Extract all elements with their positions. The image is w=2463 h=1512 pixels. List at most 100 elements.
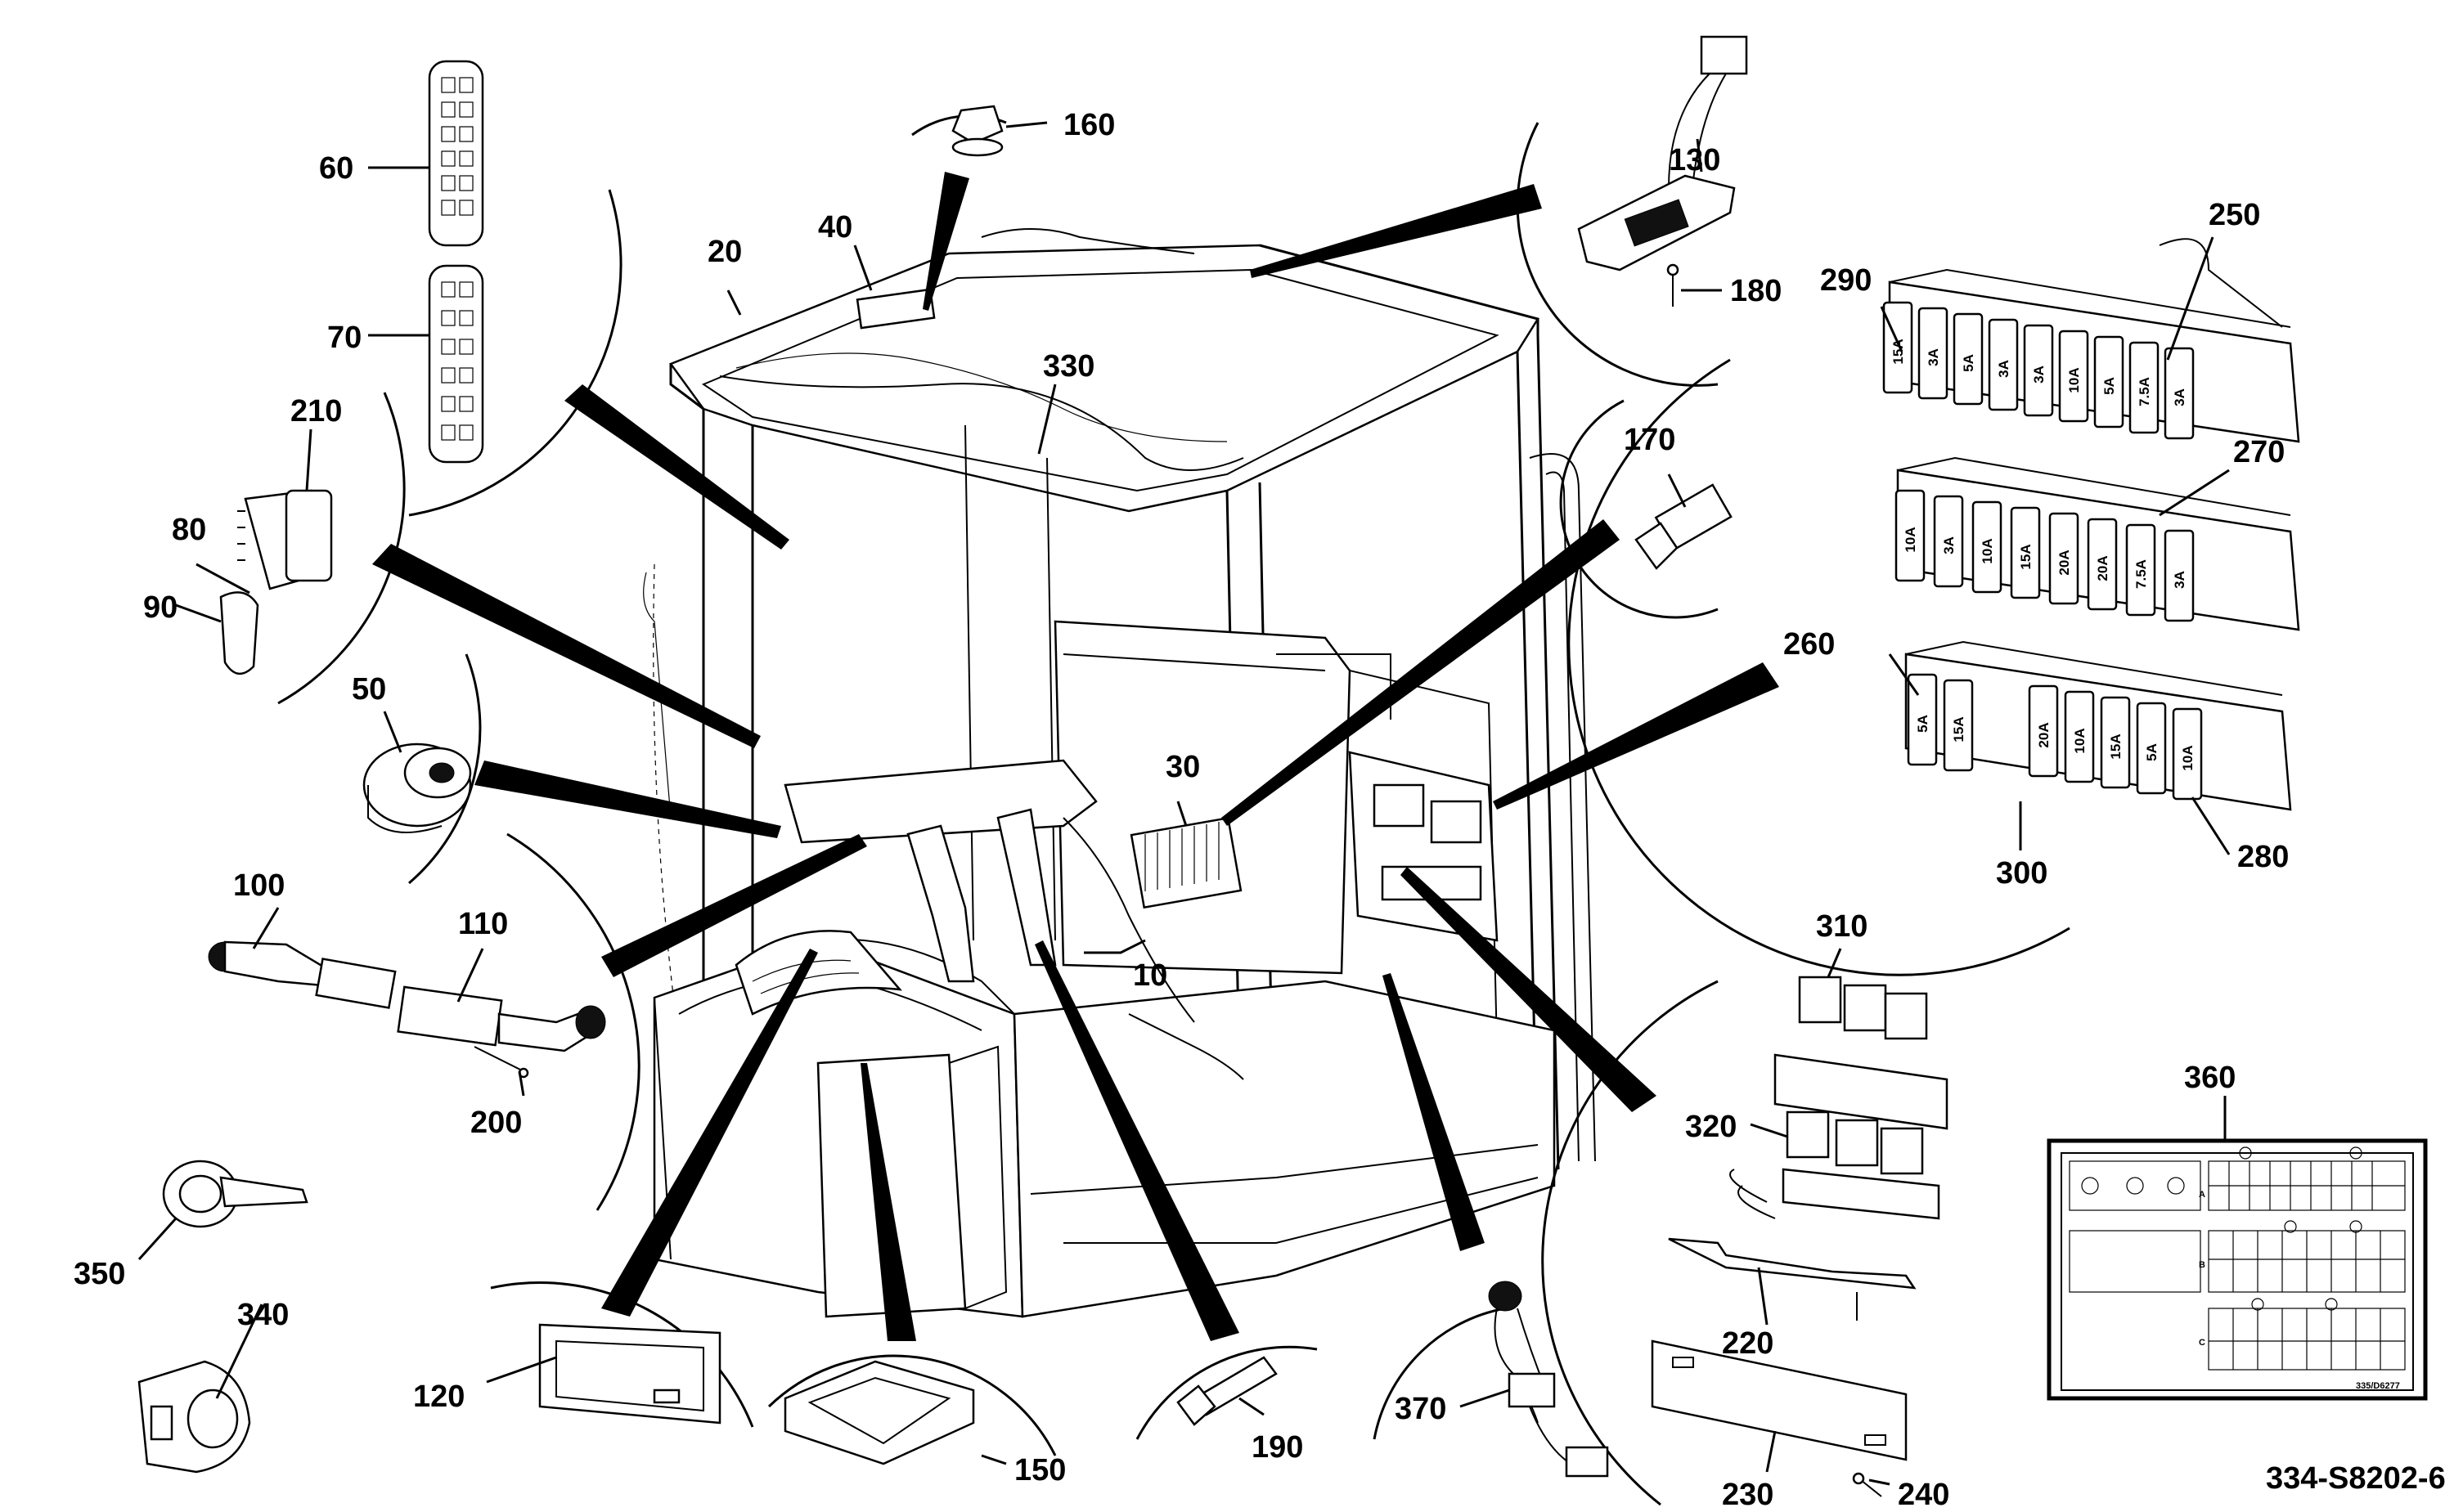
part-360-fuse-label: A B C 335/D6277	[2047, 1138, 2428, 1401]
part-230-cover-plate	[1651, 1339, 1908, 1461]
fuse-rating-3-7: 10A	[2180, 745, 2196, 770]
callout-20: 20	[708, 235, 742, 269]
fuse-2-2	[1933, 495, 1964, 588]
fuse-1-3	[1953, 312, 1984, 406]
fuse-3-2	[1943, 679, 1974, 772]
fuse-rating-2-3: 10A	[1980, 538, 1995, 563]
callout-230: 230	[1722, 1478, 1773, 1512]
part-90-switch-cap	[219, 591, 259, 675]
callout-290: 290	[1820, 263, 1872, 298]
part-240-screw	[1852, 1472, 1882, 1497]
detail-arcs	[277, 114, 2070, 1506]
part-60-switch-panel	[428, 60, 484, 247]
fuse-rating-3-2: 15A	[1951, 716, 1966, 742]
fuse-3-5	[2100, 696, 2131, 789]
fuse-rating-3-6: 5A	[2144, 743, 2160, 761]
fuse-1-5	[2023, 324, 2054, 417]
callout-250: 250	[2209, 198, 2260, 232]
part-110-column-switch	[397, 985, 606, 1052]
label-id: 335/D6277	[2356, 1381, 2400, 1391]
callout-120: 120	[413, 1380, 465, 1414]
part-130-interior-light	[1577, 35, 1748, 271]
label-row-c: C	[2199, 1338, 2205, 1348]
callout-30: 30	[1166, 750, 1200, 784]
fuse-rating-1-5: 3A	[2031, 366, 2047, 384]
callout-130: 130	[1669, 143, 1720, 177]
fuse-rating-2-1: 10A	[1903, 527, 1918, 552]
callout-330: 330	[1043, 349, 1094, 384]
callout-50: 50	[352, 672, 386, 707]
fuse-2-5	[2048, 512, 2079, 605]
part-220-bracket	[1668, 1237, 1917, 1321]
leader-wedges	[372, 172, 1779, 1341]
label-row-b: B	[2199, 1260, 2205, 1270]
callout-170: 170	[1624, 423, 1675, 457]
callout-310: 310	[1816, 909, 1867, 944]
callout-220: 220	[1722, 1326, 1773, 1361]
fuse-1-6	[2058, 330, 2089, 423]
part-100-column-switch	[208, 940, 397, 1009]
callout-90: 90	[143, 590, 178, 625]
label-row-a: A	[2199, 1190, 2205, 1200]
part-370-harness	[1488, 1281, 1609, 1478]
callout-60: 60	[319, 151, 353, 186]
callout-360: 360	[2184, 1061, 2236, 1095]
fuse-rating-2-8: 3A	[2172, 571, 2187, 589]
callout-240: 240	[1898, 1478, 1949, 1512]
fuse-rating-labels: 15A 3A 5A 3A 3A 10A 5A 7.5A 3A 10A 3A 10A 15A 20A 20A 7…	[1882, 301, 2203, 801]
fuse-rating-1-2: 3A	[1926, 348, 1941, 366]
fuse-2-1	[1894, 489, 1926, 582]
fuse-rating-2-4: 15A	[2018, 544, 2034, 569]
fuse-rating-1-1: 15A	[1890, 339, 1906, 364]
callout-320: 320	[1685, 1110, 1737, 1144]
callout-numbers: 10 20 30 40 50 60 70 80 90 100 110 120 1…	[74, 108, 2289, 1512]
fuse-3-4	[2064, 690, 2095, 783]
fuse-3-3	[2028, 684, 2059, 778]
leader-lines	[137, 121, 2231, 1486]
callout-100: 100	[233, 868, 285, 903]
part-160-nut	[951, 105, 1004, 157]
callout-150: 150	[1014, 1453, 1066, 1487]
callout-70: 70	[327, 321, 362, 355]
fuse-1-2	[1917, 307, 1948, 400]
fuse-rating-2-2: 3A	[1941, 536, 1957, 554]
part-170-bolt	[1634, 483, 1733, 570]
fuse-rating-1-8: 7.5A	[2137, 377, 2152, 406]
fuse-rating-1-7: 5A	[2101, 377, 2117, 395]
fuse-rating-3-3: 20A	[2036, 722, 2052, 747]
fuse-1-8	[2128, 341, 2160, 434]
fuse-rating-1-9: 3A	[2172, 388, 2187, 406]
fuse-1-7	[2093, 335, 2124, 428]
part-150-switch-bezel	[784, 1360, 975, 1465]
fuse-rating-2-7: 7.5A	[2133, 559, 2149, 589]
fuse-rating-2-6: 20A	[2095, 555, 2110, 581]
fuse-rating-3-4: 10A	[2072, 728, 2088, 753]
callout-280: 280	[2237, 840, 2289, 874]
fuse-rating-3-1: 5A	[1915, 715, 1930, 733]
fuse-rating-3-5: 15A	[2108, 734, 2124, 759]
fuse-3-7	[2172, 707, 2203, 801]
callout-370: 370	[1395, 1392, 1446, 1426]
part-190-bolt	[1176, 1356, 1278, 1426]
part-310-relays	[1798, 976, 1928, 1040]
fuse-rating-1-3: 5A	[1961, 354, 1976, 372]
part-320-relay-base	[1729, 1053, 1948, 1220]
callout-160: 160	[1063, 108, 1115, 142]
fuse-rating-1-6: 10A	[2066, 367, 2082, 393]
fuse-2-7	[2125, 523, 2156, 617]
part-180-screw	[1666, 263, 1679, 307]
part-50-ignition-switch	[362, 743, 472, 833]
fuse-3-6	[2136, 702, 2167, 795]
fuse-2-3	[1971, 500, 2002, 594]
callout-340: 340	[237, 1298, 289, 1332]
part-340-cable-clip	[137, 1360, 251, 1474]
part-120-display	[538, 1323, 721, 1425]
callout-180: 180	[1730, 274, 1782, 308]
fuse-2-4	[2010, 506, 2041, 599]
fuse-1-4	[1988, 318, 2019, 411]
callout-260: 260	[1783, 627, 1835, 662]
fuse-3-1	[1907, 673, 1938, 766]
part-80-rocker-switch	[237, 489, 333, 590]
callout-40: 40	[818, 210, 852, 245]
